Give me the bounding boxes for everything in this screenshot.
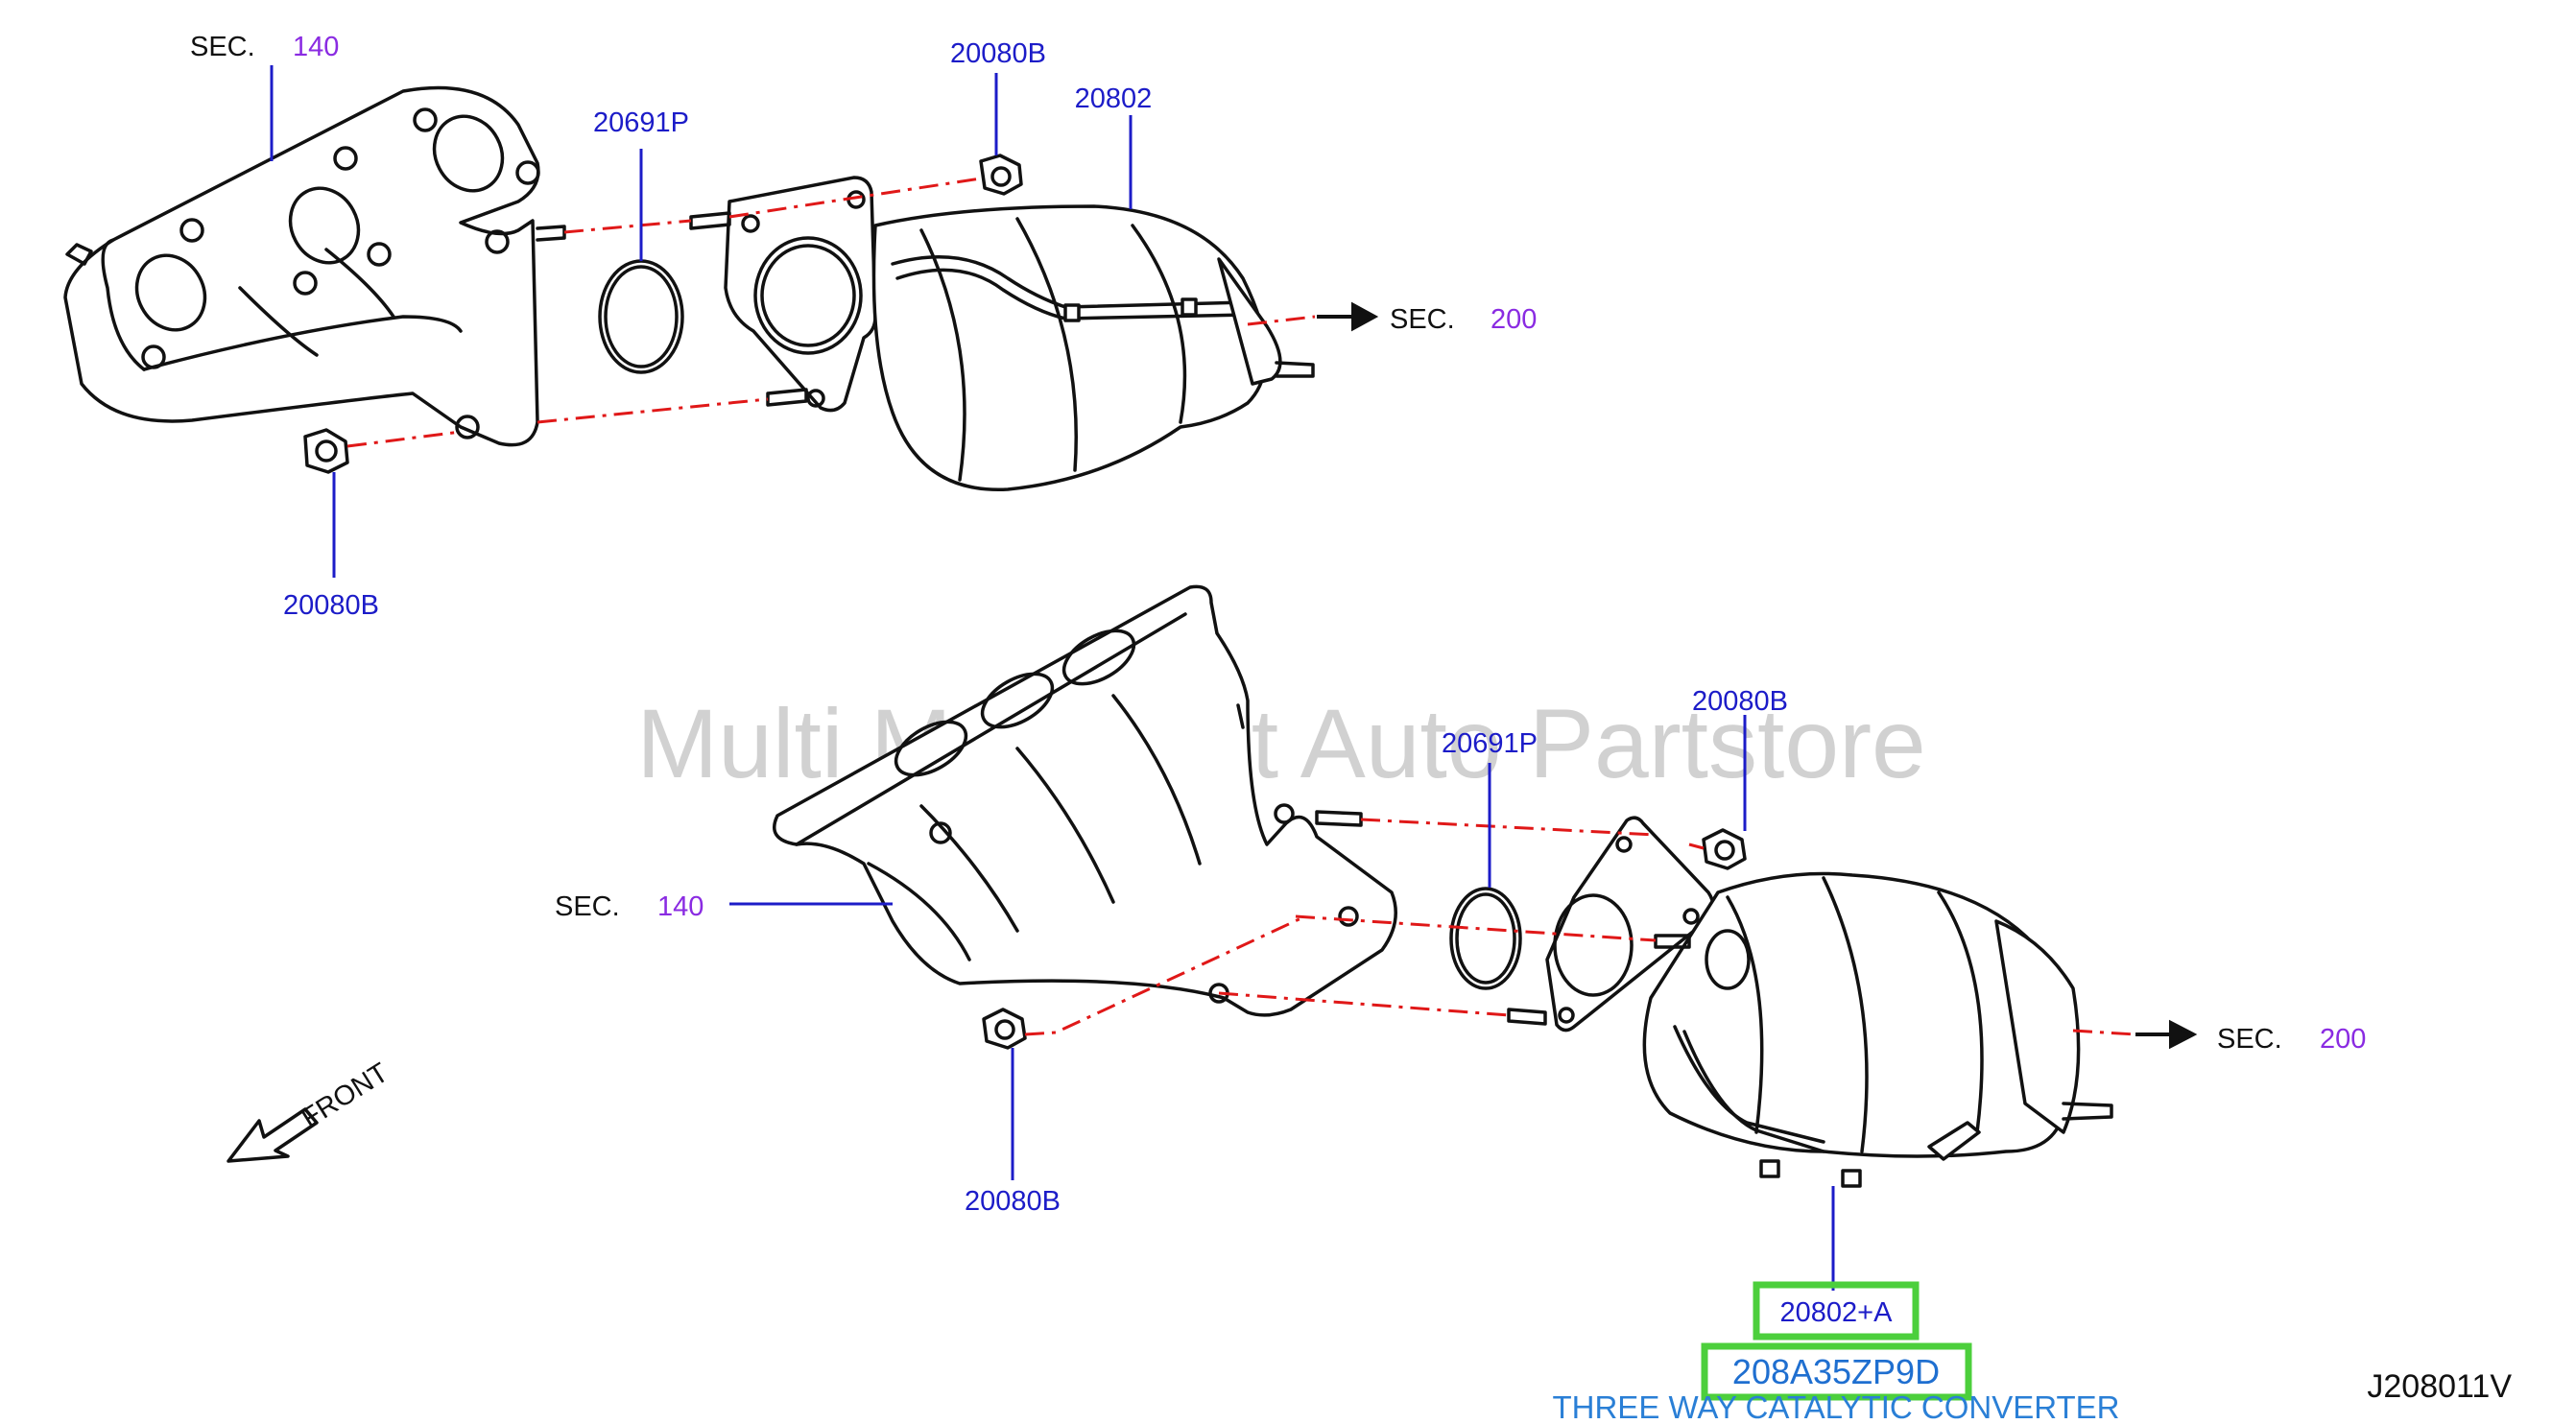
lower-view: SEC. 140 20691P 20080B SEC. 200 20080B 2… (555, 584, 2366, 1424)
lower-callout-gasket[interactable]: 20691P (1442, 728, 1538, 759)
upper-centerline-top (563, 177, 982, 234)
front-direction-indicator: FRONT (227, 1057, 394, 1163)
lower-exhaust-manifold[interactable] (773, 584, 1397, 1017)
upper-nut-bottom[interactable] (303, 428, 349, 474)
lower-nut-bottom[interactable] (982, 1008, 1027, 1050)
drawing-number: J208011V (2367, 1368, 2512, 1405)
lower-sec-right-number[interactable]: 200 (2320, 1024, 2366, 1055)
upper-arrow-right (1317, 301, 1379, 332)
lower-sec-left-prefix: SEC. (555, 891, 620, 922)
upper-centerline-bottom (346, 397, 769, 448)
part-number-highlight (1701, 1342, 1972, 1401)
upper-sec-right-prefix: SEC. (1390, 304, 1455, 335)
upper-catalytic-converter[interactable] (724, 176, 1315, 491)
upper-callout-nut-bottom[interactable]: 20080B (283, 590, 379, 621)
lower-callout-nut-top[interactable]: 20080B (1692, 686, 1788, 717)
highlighted-part-number[interactable]: 208A35ZP9D (1732, 1352, 1940, 1391)
upper-callout-converter[interactable]: 20802 (1075, 83, 1153, 114)
lower-catalytic-converter[interactable] (1545, 816, 2113, 1188)
lower-callout-converter[interactable]: 20802+A (1780, 1297, 1894, 1328)
lower-centerline-bottom (1024, 914, 1510, 1036)
upper-nut-top[interactable] (979, 154, 1023, 196)
lower-centerline-top (1360, 818, 1705, 850)
front-label: FRONT (297, 1057, 394, 1134)
upper-exhaust-manifold[interactable] (63, 85, 540, 447)
lower-gasket[interactable] (1449, 887, 1522, 990)
converter-callout-highlight (1753, 1281, 1920, 1341)
lower-sec-left-number[interactable]: 140 (657, 891, 704, 922)
part-description: THREE WAY CATALYTIC CONVERTER (1552, 1389, 2119, 1424)
upper-view: SEC. 140 20080B 20802 20691P SEC. 200 20… (63, 32, 1537, 621)
lower-nut-top[interactable] (1702, 828, 1747, 870)
upper-sec-left-number[interactable]: 140 (293, 32, 339, 62)
lower-arrow-right (2135, 1019, 2198, 1050)
front-arrow-icon (227, 1107, 319, 1163)
upper-sec-right-number[interactable]: 200 (1491, 304, 1537, 335)
upper-sec-left-prefix: SEC. (190, 32, 255, 62)
upper-callout-nut-top[interactable]: 20080B (950, 38, 1046, 69)
upper-centerline-exit (1247, 315, 1316, 326)
lower-sec-right-prefix: SEC. (2217, 1024, 2282, 1055)
lower-centerline-exit (2072, 1029, 2136, 1036)
upper-callout-gasket[interactable]: 20691P (593, 107, 689, 138)
lower-callout-nut-bottom[interactable]: 20080B (965, 1186, 1061, 1217)
upper-gasket[interactable] (598, 259, 684, 374)
lower-studs (1315, 810, 1691, 1026)
